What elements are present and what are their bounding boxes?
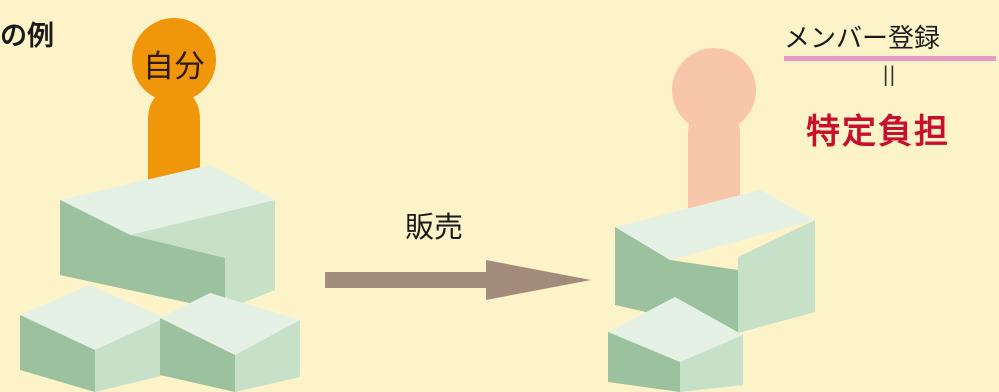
small-box-icon-right	[608, 297, 743, 392]
small-box-icon-left-2	[160, 293, 300, 392]
other-person-icon	[672, 48, 756, 215]
specific-burden-label: 特定負担	[806, 112, 950, 152]
sale-label: 販売	[405, 210, 464, 244]
section-heading: の例	[0, 21, 54, 52]
large-box-icon-right	[615, 190, 815, 333]
self-label: 自分	[143, 49, 205, 85]
large-box-icon-left	[60, 165, 275, 310]
member-registration-label: メンバー登録	[784, 24, 941, 54]
equals-mark: ||	[882, 62, 896, 86]
self-person-icon	[132, 18, 216, 190]
right-arrow-icon	[325, 260, 591, 300]
small-box-icon-left-1	[20, 285, 165, 392]
member-underline	[784, 56, 996, 61]
